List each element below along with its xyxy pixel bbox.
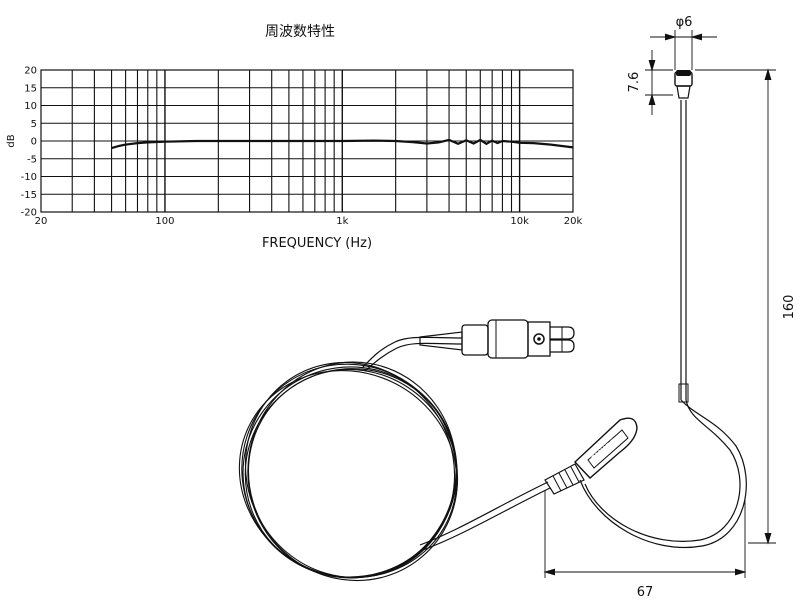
- connector-latch-icon: [533, 333, 545, 345]
- mic-capsule: [674, 70, 693, 99]
- x-tick-label: 1k: [336, 216, 348, 227]
- y-tick-label: -20: [21, 208, 37, 219]
- dimension-annotations: [543, 30, 776, 578]
- ear-hook: [574, 417, 638, 479]
- head-length-label: 7.6: [627, 72, 642, 93]
- x-tick-labels: 20 100 1k 10k 20k: [35, 216, 583, 227]
- hook-width-label: 67: [637, 585, 654, 600]
- y-axis-label: dB: [6, 134, 17, 147]
- overall-height-label: 160: [782, 295, 797, 320]
- cable-coil: [238, 361, 459, 582]
- connector-cable: [361, 336, 463, 369]
- mic-cable: [419, 481, 549, 546]
- y-tick-label: -5: [27, 154, 37, 165]
- x-axis-label: FREQUENCY (Hz): [262, 236, 372, 251]
- y-tick-label: 5: [31, 119, 37, 130]
- x-tick-label: 20: [35, 216, 48, 227]
- y-tick-labels: 20 15 10 5 0 -5 -10 -15 -20: [21, 66, 37, 219]
- y-tick-label: -10: [21, 172, 37, 183]
- chart-title: 周波数特性: [265, 24, 335, 40]
- connector-strain-relief: [419, 331, 463, 351]
- x-tick-label: 20k: [564, 216, 583, 227]
- x-tick-label: 10k: [510, 216, 529, 227]
- y-tick-label: 0: [31, 137, 37, 148]
- headworn-mic: SHURE: [544, 70, 747, 548]
- cable-boot: [544, 463, 585, 495]
- y-tick-label: 15: [24, 83, 37, 94]
- y-tick-label: 20: [24, 66, 37, 77]
- response-curve: [111, 138, 574, 150]
- ta4f-connector: [461, 319, 575, 359]
- cable-assembly: [238, 319, 575, 582]
- ear-loop-wire: [584, 399, 741, 542]
- y-tick-label: -15: [21, 190, 37, 201]
- head-diameter-label: φ6: [676, 15, 693, 30]
- x-tick-label: 100: [155, 216, 174, 227]
- y-tick-label: 10: [24, 101, 37, 112]
